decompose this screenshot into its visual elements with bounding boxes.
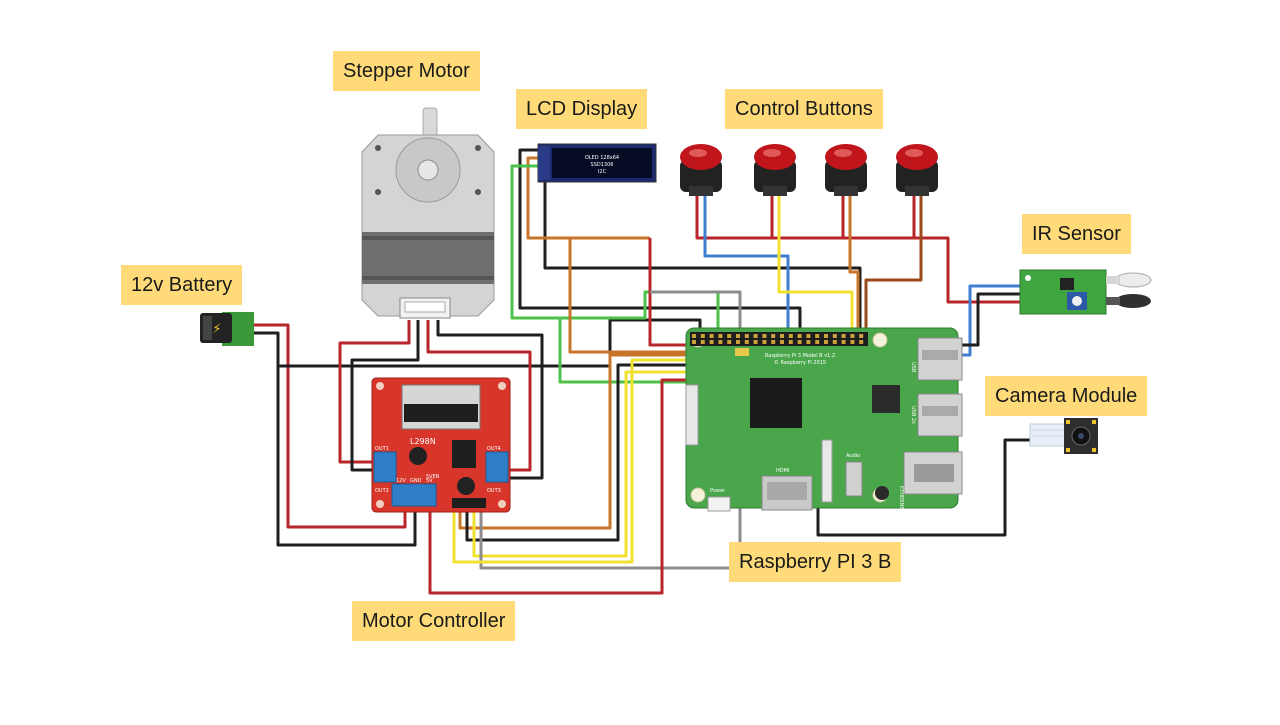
control-buttons bbox=[680, 144, 938, 196]
out3-label: OUT3 bbox=[487, 488, 501, 494]
wire-btn4-brown bbox=[864, 195, 923, 338]
wire-btn2-yellow bbox=[777, 195, 854, 338]
gpio-pin bbox=[832, 340, 837, 344]
gpio-pin bbox=[718, 334, 723, 338]
gpio-pin bbox=[815, 334, 820, 338]
gpio-pin bbox=[744, 334, 749, 338]
out2-label: OUT2 bbox=[375, 488, 389, 494]
push-button-4[interactable] bbox=[896, 144, 938, 196]
gpio-pin bbox=[788, 340, 793, 344]
gpio-pin bbox=[700, 340, 705, 344]
gpio-pin bbox=[797, 340, 802, 344]
gpio-pin bbox=[780, 334, 784, 338]
gpio-pin bbox=[709, 340, 714, 344]
wire-motor-4 bbox=[436, 320, 544, 480]
gpio-pin bbox=[824, 334, 828, 338]
label-camera-module: Camera Module bbox=[985, 376, 1148, 416]
gnd-label: GND bbox=[410, 478, 422, 484]
out1-label: OUT1 bbox=[375, 446, 389, 452]
gpio-pin bbox=[859, 334, 864, 338]
gpio-pin bbox=[727, 340, 732, 344]
gpio-pin bbox=[762, 334, 767, 338]
lcd-line-1: OLED 128x64 bbox=[585, 155, 619, 161]
label-12v-battery: 12v Battery bbox=[121, 265, 243, 305]
gpio-pin bbox=[850, 340, 855, 344]
label-raspberry-pi: Raspberry PI 3 B bbox=[729, 542, 902, 582]
gpio-pin bbox=[727, 334, 732, 338]
gpio-pin bbox=[709, 334, 714, 338]
stepper-motor bbox=[361, 107, 495, 319]
gpio-pin bbox=[762, 340, 767, 344]
gpio-pin bbox=[780, 340, 784, 344]
gpio-pin bbox=[841, 334, 846, 338]
wire-battery-red bbox=[248, 323, 407, 529]
wire-motor-3 bbox=[426, 320, 532, 472]
v12-label: 12V bbox=[396, 478, 406, 484]
l298n-motor-controller: L298N OUT1 OUT2 OUT3 OUT4 5VEN 12V GND 5… bbox=[371, 377, 511, 513]
gpio-pin bbox=[832, 334, 837, 338]
wire-lcd-sda bbox=[540, 172, 862, 338]
gpio-pin bbox=[788, 334, 793, 338]
pi-hdmi-label: HDMI bbox=[776, 468, 789, 474]
gpio-pin bbox=[806, 334, 811, 338]
wire-motor-2 bbox=[350, 320, 420, 472]
lcd-display: OLED 128x64 SSD1306 I2C bbox=[537, 143, 657, 183]
wire-lcd-vcc bbox=[526, 156, 650, 240]
wire-btn1-blue bbox=[703, 195, 790, 338]
gpio-header bbox=[690, 332, 868, 346]
label-control-buttons: Control Buttons bbox=[725, 89, 883, 129]
pi-audio-label: Audio bbox=[846, 453, 860, 459]
gpio-pin bbox=[771, 334, 776, 338]
camera-module bbox=[1029, 418, 1098, 454]
pi-copyright: © Raspberry Pi 2015 bbox=[774, 359, 826, 366]
gpio-pin bbox=[700, 334, 705, 338]
gpio-pin bbox=[771, 340, 776, 344]
wire-ground-bus bbox=[278, 318, 702, 368]
pi-power-label: Power bbox=[710, 488, 726, 494]
push-button-1[interactable] bbox=[680, 144, 722, 196]
pi-title: Raspberry Pi 3 Model B v1.2 bbox=[765, 353, 835, 359]
wire-btn1-red bbox=[695, 195, 1022, 304]
label-ir-sensor: IR Sensor bbox=[1022, 214, 1131, 254]
gpio-pin bbox=[753, 334, 758, 338]
raspberry-pi-board: Raspberry Pi 3 Model B v1.2 © Raspberry … bbox=[685, 327, 963, 514]
label-stepper-motor: Stepper Motor bbox=[333, 51, 480, 91]
wire-lcd-orange-2 bbox=[528, 236, 707, 354]
v5-label: 5V bbox=[426, 478, 433, 484]
label-lcd-display: LCD Display bbox=[516, 89, 648, 129]
gpio-pin bbox=[692, 334, 696, 338]
pi-usb-1-label: USB bbox=[910, 362, 916, 373]
wire-battery-black bbox=[248, 331, 417, 547]
out4-label: OUT4 bbox=[487, 446, 501, 452]
gpio-pin bbox=[859, 340, 864, 344]
gpio-pin bbox=[841, 340, 846, 344]
lcd-line-3: I2C bbox=[598, 169, 607, 175]
l298n-label: L298N bbox=[410, 437, 436, 446]
gpio-pin bbox=[753, 340, 758, 344]
gpio-pin bbox=[744, 340, 749, 344]
battery-jack: ⚡ bbox=[200, 312, 254, 346]
wire-lcd-gnd bbox=[518, 148, 802, 338]
pi-ethernet-label: ETHERNET bbox=[898, 486, 904, 514]
gpio-pin bbox=[718, 340, 723, 344]
push-button-3[interactable] bbox=[825, 144, 867, 196]
label-motor-controller: Motor Controller bbox=[352, 601, 516, 641]
lcd-line-2: SSD1306 bbox=[591, 162, 614, 168]
gpio-pin bbox=[850, 334, 855, 338]
gpio-pin bbox=[806, 340, 811, 344]
gpio-pin bbox=[797, 334, 802, 338]
gpio-pin bbox=[824, 340, 828, 344]
gpio-pin bbox=[736, 340, 740, 344]
gpio-pin bbox=[736, 334, 740, 338]
5ven-label: 5VEN bbox=[426, 474, 440, 480]
wire-btn3-orange bbox=[848, 195, 860, 338]
battery-bolt-icon: ⚡ bbox=[212, 322, 221, 337]
push-button-2[interactable] bbox=[754, 144, 796, 196]
gpio-pin bbox=[692, 340, 696, 344]
pi-usb-2-label: USB 2x bbox=[910, 406, 916, 424]
ir-sensor bbox=[1019, 269, 1152, 315]
gpio-pin bbox=[815, 340, 820, 344]
